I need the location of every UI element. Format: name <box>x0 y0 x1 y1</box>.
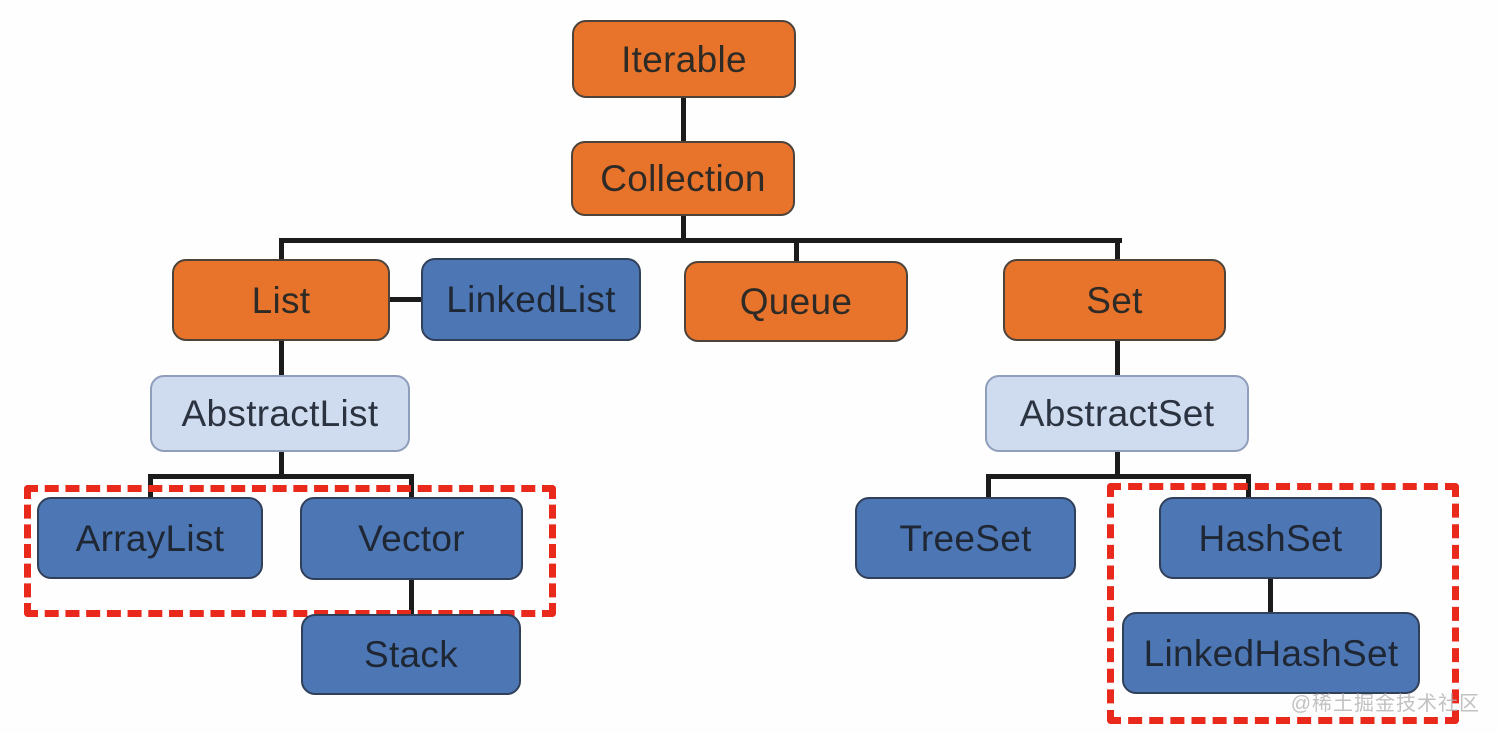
node-arraylist: ArrayList <box>37 497 263 579</box>
node-set: Set <box>1003 259 1226 341</box>
connector-list-abstractlist <box>279 340 284 376</box>
node-queue: Queue <box>684 261 908 342</box>
node-abstractlist: AbstractList <box>150 375 410 452</box>
connector-collection-branch <box>681 215 686 243</box>
node-iterable: Iterable <box>572 20 796 98</box>
watermark: @稀土掘金技术社区 <box>1290 693 1480 715</box>
node-treeset: TreeSet <box>855 497 1076 579</box>
connector-branch-set <box>1115 238 1120 260</box>
connector-branch-top <box>279 238 1122 243</box>
connector-vector-stack <box>409 579 414 615</box>
connector-set-abstractset <box>1115 340 1120 376</box>
connector-hashset-linkedhashset <box>1268 578 1273 613</box>
connector-branch-treeset <box>986 474 991 498</box>
connector-branch-queue <box>794 238 799 262</box>
connector-list-linkedlist <box>389 297 422 302</box>
node-vector: Vector <box>300 497 523 580</box>
node-linkedhashset: LinkedHashSet <box>1122 612 1420 694</box>
node-linkedlist: LinkedList <box>421 258 641 341</box>
connector-iterable-collection <box>681 97 686 142</box>
node-stack: Stack <box>301 614 521 695</box>
connector-branch-right <box>986 474 1251 479</box>
connector-abstractset-branch <box>1115 451 1120 479</box>
connector-branch-left <box>148 474 414 479</box>
connector-abstractlist-branch <box>279 451 284 479</box>
connector-branch-list <box>279 238 284 260</box>
node-hashset: HashSet <box>1159 497 1382 579</box>
node-collection: Collection <box>571 141 795 216</box>
list-impl-highlight <box>24 485 556 617</box>
node-abstractset: AbstractSet <box>985 375 1249 452</box>
hashset-highlight <box>1107 483 1459 724</box>
node-list: List <box>172 259 390 341</box>
